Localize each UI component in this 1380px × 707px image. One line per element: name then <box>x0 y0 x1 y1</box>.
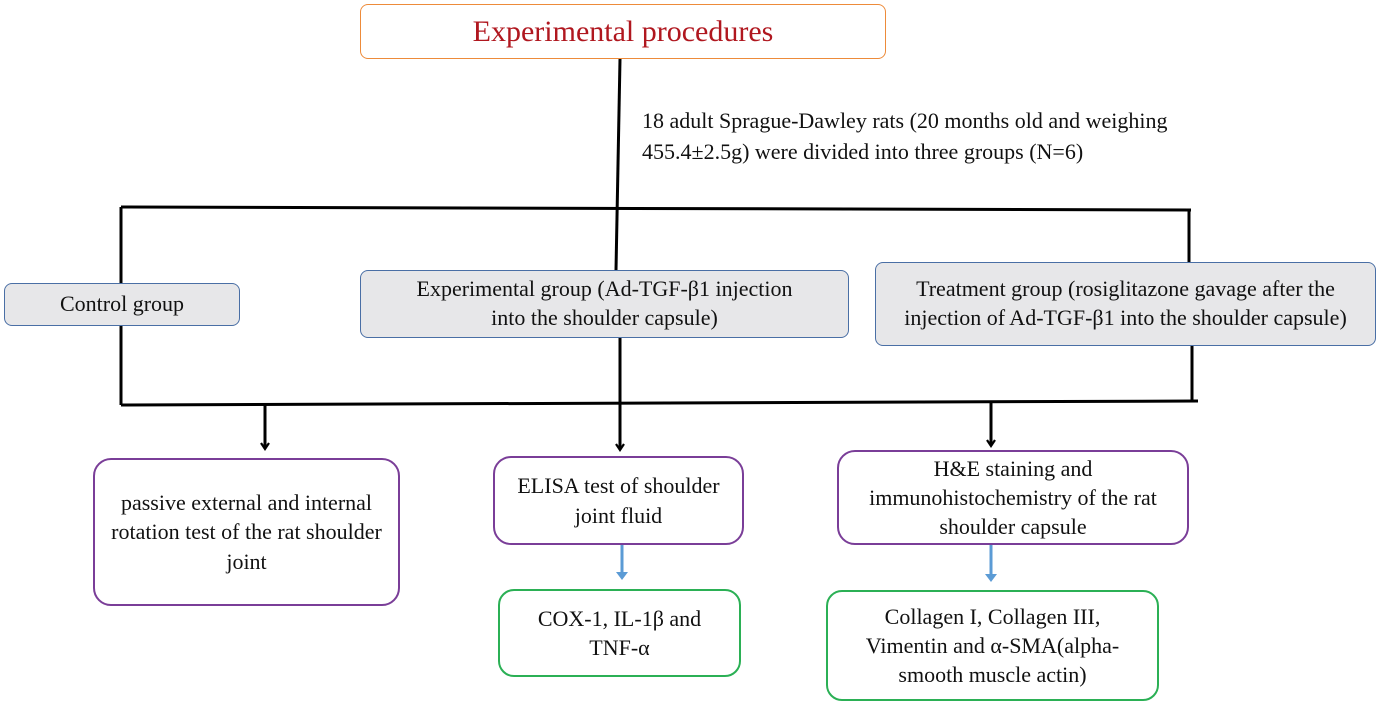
staining-label: H&E staining and immunohistochemistry of… <box>869 455 1157 540</box>
control-group-label: Control group <box>59 291 185 317</box>
staining-box: H&E staining and immunohistochemistry of… <box>837 450 1189 545</box>
description-text: 18 adult Sprague-Dawley rats (20 months … <box>642 108 1168 164</box>
elisa-test-label: ELISA test of shoulder joint fluid <box>517 473 720 528</box>
control-group-box: Control group <box>4 283 240 326</box>
staining-markers-box: Collagen I, Collagen III, Vimentin and α… <box>826 590 1159 701</box>
elisa-markers-label: COX-1, IL-1β and TNF-α <box>537 605 702 660</box>
treatment-group-box: Treatment group (rosiglitazone gavage af… <box>875 262 1376 346</box>
elisa-test-box: ELISA test of shoulder joint fluid <box>493 456 744 545</box>
treatment-group-label: Treatment group (rosiglitazone gavage af… <box>904 276 1347 330</box>
title-box: Experimental procedures <box>360 4 886 59</box>
rotation-test-label: passive external and internal rotation t… <box>111 490 382 574</box>
bottom-merge-line <box>120 399 1199 407</box>
title-text: Experimental procedures <box>472 15 774 48</box>
top-split-line <box>120 205 1192 212</box>
experimental-group-label: Experimental group (Ad-TGF-β1 injection … <box>416 276 793 330</box>
elisa-markers-box: COX-1, IL-1β and TNF-α <box>498 589 741 677</box>
rotation-test-box: passive external and internal rotation t… <box>93 458 400 606</box>
trunk-line <box>614 58 622 271</box>
staining-markers-label: Collagen I, Collagen III, Vimentin and α… <box>865 603 1120 688</box>
experimental-group-box: Experimental group (Ad-TGF-β1 injection … <box>360 270 849 338</box>
